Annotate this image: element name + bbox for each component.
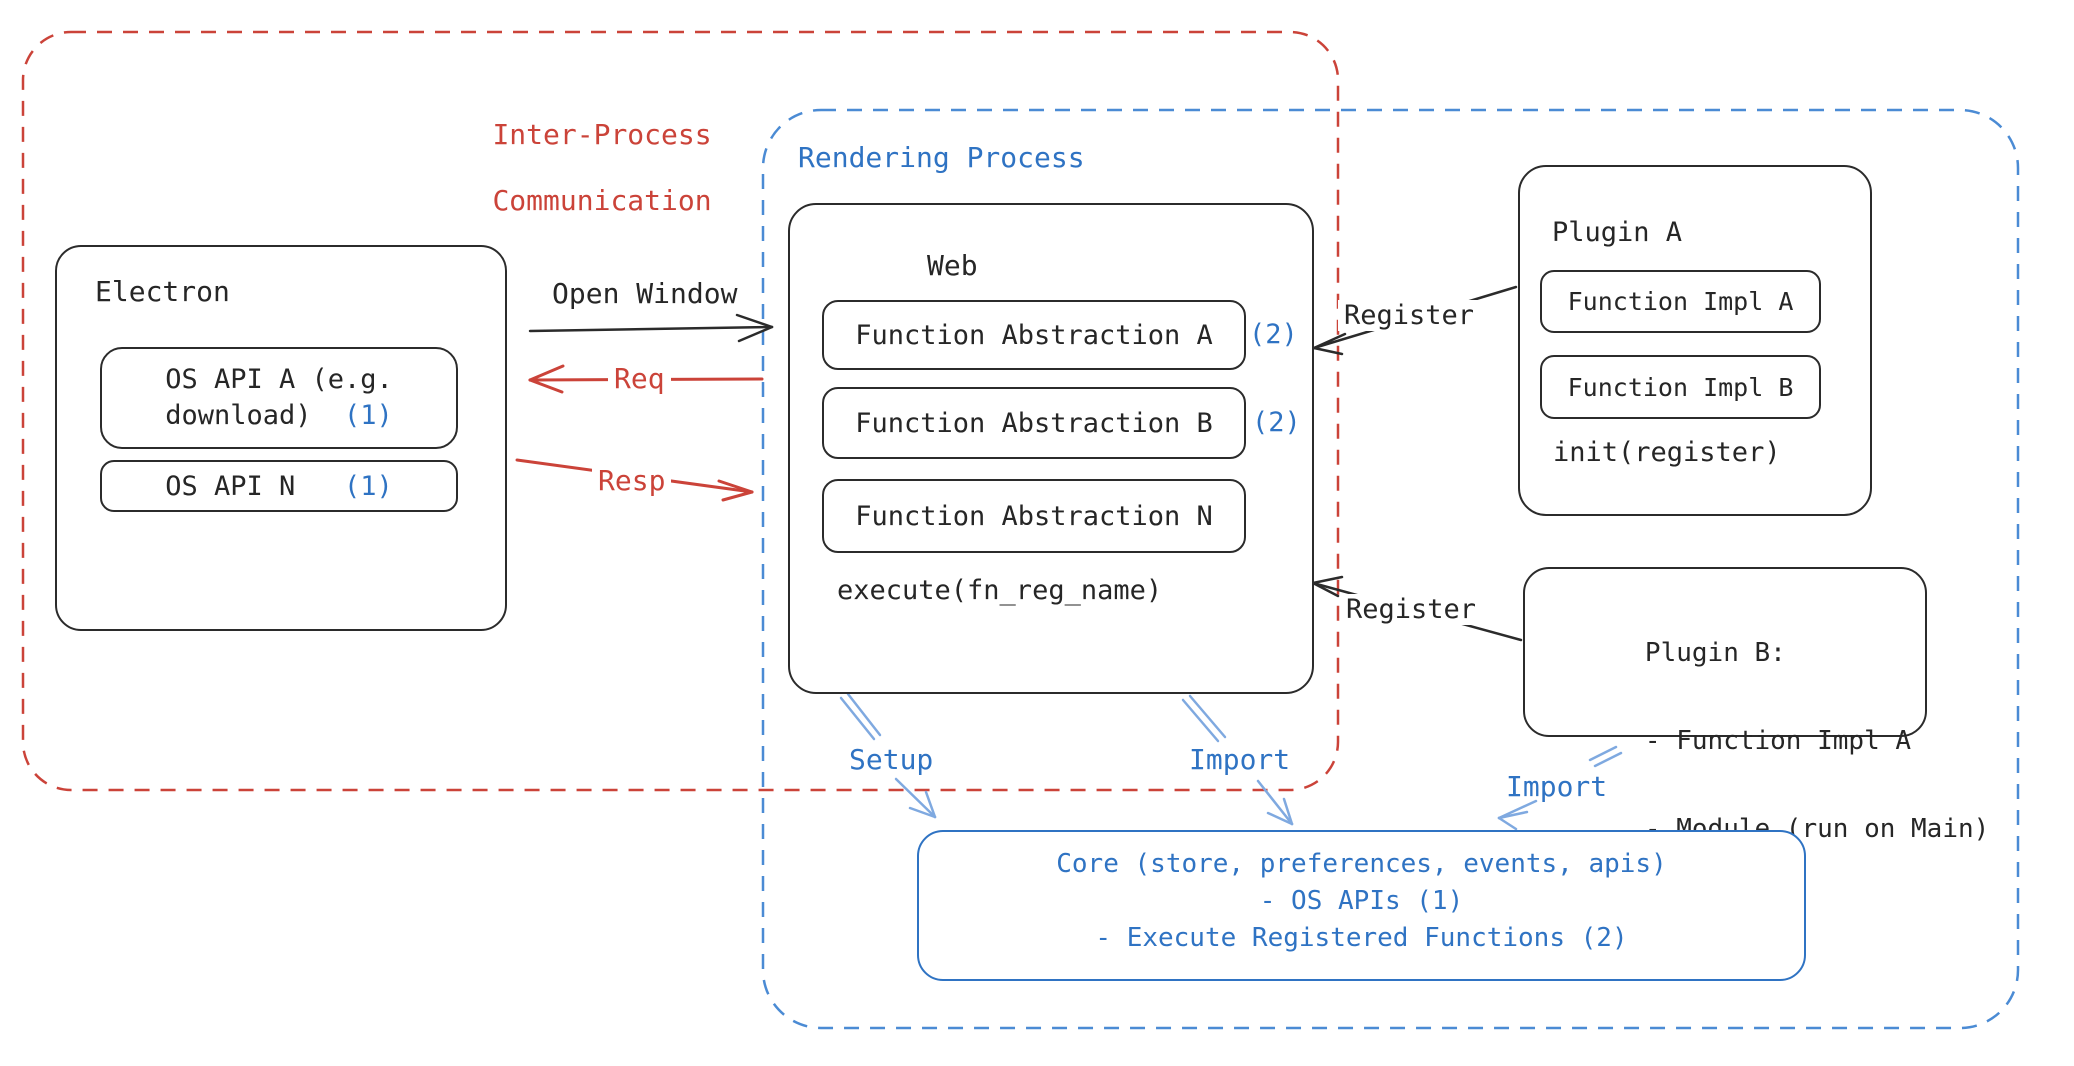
os-api-n-box: OS API N (1)	[100, 460, 458, 512]
function-abstraction-b-box: Function Abstraction B	[822, 387, 1246, 459]
function-impl-b-box: Function Impl B	[1540, 355, 1821, 419]
os-api-a-box: OS API A (e.g. download) (1)	[100, 347, 458, 449]
plugin-b-line1: Plugin B:	[1644, 638, 1786, 668]
function-abstraction-a-box: Function Abstraction A	[822, 300, 1246, 370]
rendering-region-label: Rendering Process	[798, 141, 1085, 174]
web-box: Web Function Abstraction A (2) Function …	[788, 203, 1314, 694]
function-impl-a-label: Function Impl A	[1567, 287, 1794, 316]
open-window-arrow	[528, 313, 774, 343]
function-abstraction-n-box: Function Abstraction N	[822, 479, 1246, 553]
core-line2: - OS APIs (1)	[1259, 886, 1464, 916]
setup-label: Setup	[849, 743, 934, 776]
plugin-b-box: Plugin B: - Function Impl A - Module (ru…	[1523, 567, 1989, 844]
electron-title: Electron	[95, 275, 230, 308]
ipc-region-label: Inter-Process Communication	[425, 85, 712, 250]
os-api-a-line1: OS API A (e.g.	[165, 364, 393, 395]
function-abstraction-b-label: Function Abstraction B	[855, 407, 1213, 439]
open-window-label: Open Window	[552, 277, 738, 310]
resp-label: Resp	[592, 464, 672, 497]
req-label: Req	[608, 362, 671, 395]
import-plugin-b-label: Import	[1506, 770, 1608, 803]
import-web-label: Import	[1189, 743, 1291, 776]
plugin-a-box: Plugin A Function Impl A Function Impl B…	[1518, 165, 1872, 516]
plugin-a-title: Plugin A	[1552, 217, 1683, 248]
web-title: Web	[927, 249, 978, 282]
init-register-label: init(register)	[1553, 437, 1781, 468]
os-api-a-line2: download)	[165, 400, 312, 431]
os-api-n-label: OS API N	[165, 470, 296, 502]
register-plugin-a-label: Register	[1338, 300, 1481, 331]
function-impl-a-box: Function Impl A	[1540, 270, 1821, 333]
function-abstraction-b-badge: (2)	[1252, 407, 1301, 438]
core-line3: - Execute Registered Functions (2)	[1095, 923, 1628, 953]
function-abstraction-a-label: Function Abstraction A	[855, 319, 1213, 351]
ipc-region-border	[21, 30, 1340, 792]
core-box: Core (store, preferences, events, apis) …	[917, 830, 1806, 981]
register-plugin-b-label: Register	[1340, 594, 1483, 625]
os-api-n-badge: (1)	[344, 470, 393, 502]
os-api-a-badge: (1)	[344, 400, 393, 431]
ipc-label-line2: Communication	[492, 184, 712, 217]
rendering-region-border	[761, 108, 2020, 1030]
import-plugin-b-arrow	[1497, 745, 1623, 831]
import-web-arrow	[1181, 694, 1294, 826]
function-abstraction-n-label: Function Abstraction N	[855, 500, 1213, 532]
setup-arrow	[839, 692, 937, 819]
function-abstraction-a-badge: (2)	[1249, 319, 1298, 350]
ipc-label-line1: Inter-Process	[492, 118, 712, 151]
function-impl-b-label: Function Impl B	[1567, 372, 1794, 402]
electron-box: Electron OS API A (e.g. download) (1) OS…	[55, 245, 507, 631]
core-line1: Core (store, preferences, events, apis)	[1056, 849, 1667, 879]
plugin-b-line2: - Function Impl A	[1644, 726, 1912, 756]
execute-label: execute(fn_reg_name)	[837, 575, 1163, 606]
